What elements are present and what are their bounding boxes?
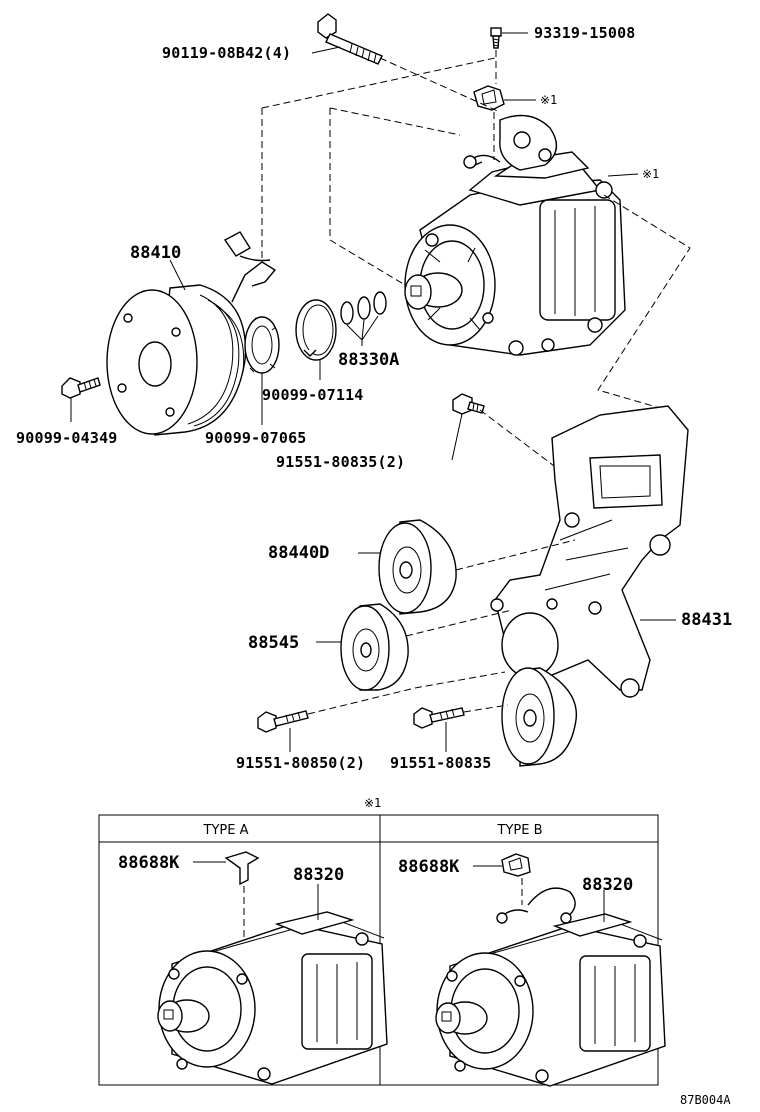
type-a-compressor: [157, 911, 388, 1085]
type-a-header: TYPE A: [203, 823, 249, 838]
callout-ring: 90099-07065: [205, 429, 307, 447]
type-a-clip: [224, 851, 260, 886]
type-a-compressor-label: 88320: [293, 865, 344, 885]
magnetic-clutch: [106, 231, 277, 436]
callout-snap-ring: 90099-07114: [262, 386, 364, 404]
snap-ring: [295, 299, 337, 361]
pulley-bolt-short: [413, 707, 465, 729]
bracket-bolt-pair: [452, 393, 485, 415]
callout-bolt-long: 91551-80850(2): [236, 754, 365, 772]
type-b-wire-harness: [496, 887, 576, 924]
callout-clutch: 88410: [130, 243, 181, 263]
callout-ref-compressor: ※1: [642, 167, 659, 181]
callout-shims: 88330A: [338, 350, 399, 370]
clip-screw: [490, 27, 502, 49]
type-b-compressor-label: 88320: [582, 875, 633, 895]
bracket-idler-pulley: [501, 667, 578, 767]
type-b-clip: [501, 853, 531, 877]
callout-screw-top: 93319-15008: [534, 24, 636, 42]
compressor-assembly: [404, 114, 626, 356]
callout-idler-lower: 88545: [248, 633, 299, 653]
callout-bracket: 88431: [681, 610, 732, 630]
compressor-mounting-bolt: [317, 13, 383, 65]
type-b-compressor: [435, 913, 666, 1087]
figure-code: 87B004A: [680, 1093, 731, 1107]
callout-clutch-bolt: 90099-04349: [16, 429, 118, 447]
callout-idler-upper: 88440D: [268, 543, 329, 563]
idler-pulley-upper: [378, 519, 457, 615]
wire-clip: [473, 85, 505, 111]
type-b-clip-label: 88688K: [398, 857, 460, 877]
callout-ref-clip: ※1: [540, 93, 557, 107]
compressor-bracket: [490, 405, 689, 698]
idler-pulley-lower: [340, 603, 409, 691]
type-a-clip-label: 88688K: [118, 853, 180, 873]
adjusting-shims: [340, 291, 387, 325]
clutch-spacer-ring: [244, 316, 280, 374]
callout-bolt-top: 90119-08B42(4): [162, 44, 291, 62]
callout-bolt-short: 91551-80835: [390, 754, 492, 772]
type-b-header: TYPE B: [497, 823, 543, 838]
variant-marker: ※1: [364, 796, 381, 810]
callout-bracket-bolt: 91551-80835(2): [276, 453, 405, 471]
clutch-bolt: [61, 377, 101, 399]
pulley-bolt-long: [257, 710, 309, 733]
